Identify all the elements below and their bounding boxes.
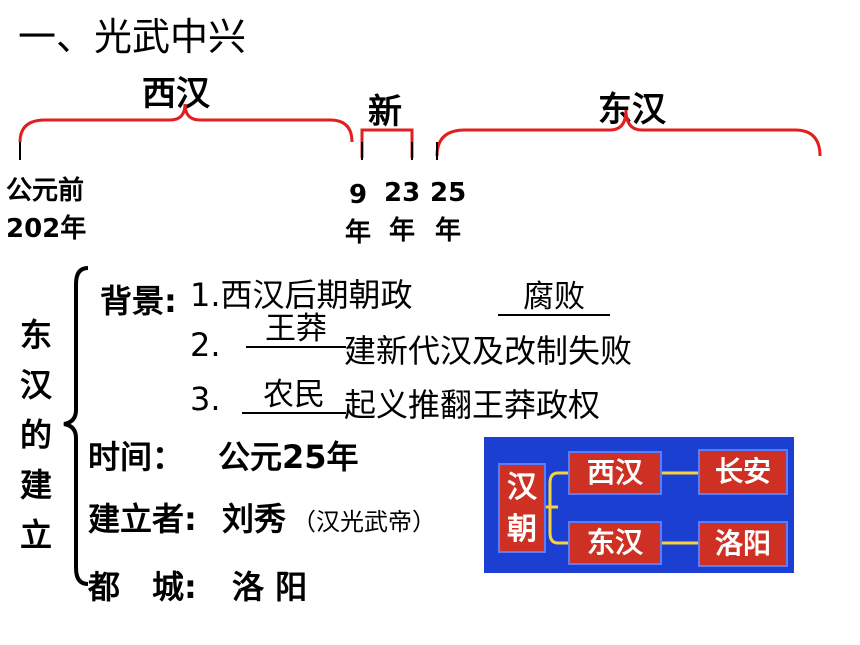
time-value: 公元25年	[218, 438, 359, 476]
luoyang-box: 洛阳	[698, 521, 788, 567]
background-label: 背景:	[100, 282, 177, 320]
founder-label: 建立者:	[88, 500, 197, 538]
fill-blank-1: 腐败	[498, 280, 610, 316]
changan-box: 长安	[698, 449, 788, 495]
capitals-diagram: 汉 朝 西汉 长安 东汉 洛阳	[484, 437, 794, 573]
item-2-text: 建新代汉及改制失败	[344, 332, 633, 370]
outline-brace	[63, 266, 89, 586]
side-label: 东 汉 的 建 立	[19, 316, 52, 554]
fill-blank-2: 王莽	[246, 312, 346, 348]
year-23: 23 年	[384, 178, 421, 246]
fill-blank-3: 农民	[242, 378, 346, 414]
item-3-text: 起义推翻王莽政权	[344, 386, 601, 424]
period-western-han: 西汉	[142, 74, 210, 114]
founder-note: （汉光武帝）	[292, 508, 436, 536]
brace-xin	[360, 128, 414, 158]
slide-title: 一、光武中兴	[18, 15, 247, 59]
west-han-box: 西汉	[568, 451, 662, 495]
year-25: 25 年	[430, 178, 467, 246]
timeline-braces	[18, 103, 822, 160]
east-han-box: 东汉	[568, 521, 662, 565]
dynasty-box: 汉 朝	[498, 463, 546, 553]
item-1: 1.西汉后期朝政	[190, 276, 413, 314]
founder-value: 刘秀	[222, 500, 287, 538]
year-202bc: 公元前 202年	[6, 176, 87, 244]
item-2-number: 2.	[190, 326, 221, 364]
item-3-number: 3.	[190, 380, 221, 418]
capital-label: 都 城:	[88, 568, 197, 606]
diagram-connectors	[546, 471, 698, 545]
period-eastern-han: 东汉	[598, 90, 666, 130]
brace-eastern-han	[435, 109, 822, 157]
time-label: 时间：	[88, 438, 185, 476]
brace-western-han	[18, 103, 354, 143]
period-xin: 新	[368, 92, 402, 132]
year-9: 9 年	[344, 180, 371, 248]
capital-value: 洛 阳	[232, 568, 308, 606]
